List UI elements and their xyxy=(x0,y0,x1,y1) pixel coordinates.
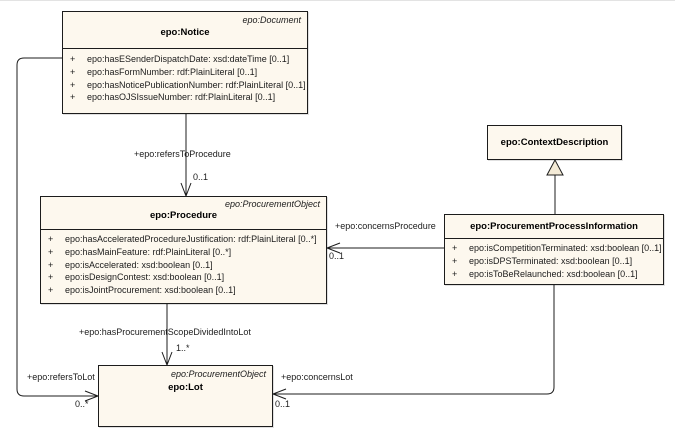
attribute-row: + epo:hasOJSIssueNumber: rdf:PlainLitera… xyxy=(63,91,307,104)
parent-class-label: epo:ProcurementObject xyxy=(170,369,266,379)
attribute-row: + epo:isAccelerated: xsd:boolean [0..1] xyxy=(41,259,326,272)
visibility-marker: + xyxy=(48,246,54,257)
visibility-marker: + xyxy=(452,268,458,279)
visibility-marker: + xyxy=(48,272,54,283)
attribute-row: + epo:hasMainFeature: rdf:PlainLiteral [… xyxy=(41,246,326,259)
visibility-marker: + xyxy=(70,66,76,77)
visibility-marker: + xyxy=(48,259,54,270)
class-name: epo:Notice xyxy=(160,27,210,38)
connector-refers-to-lot[interactable] xyxy=(16,57,97,397)
attribute-text: epo:hasOJSIssueNumber: rdf:PlainLiteral … xyxy=(87,92,276,103)
attribute-row: + epo:isDesignContest: xsd:boolean [0..1… xyxy=(41,271,326,284)
association-label-refers-to-lot: +epo:refersToLot xyxy=(27,372,95,382)
open-arrowhead-left-icon xyxy=(325,242,341,254)
multiplicity-has-procurement-scope-divided-into-lot: 1..* xyxy=(176,343,190,353)
multiplicity-refers-to-lot: 0..* xyxy=(75,399,89,409)
visibility-marker: + xyxy=(48,285,54,296)
class-name: epo:ContextDescription xyxy=(500,137,609,148)
attribute-text: epo:isAccelerated: xsd:boolean [0..1] xyxy=(65,259,213,270)
attribute-text: epo:hasFormNumber: rdf:PlainLiteral [0..… xyxy=(87,66,258,77)
association-label-refers-to-procedure: +epo:refersToProcedure xyxy=(134,149,231,159)
class-procedure[interactable]: epo:ProcurementObject epo:Procedure + ep… xyxy=(40,196,327,304)
parent-class-label: epo:Document xyxy=(242,15,301,25)
generalization-triangle-icon xyxy=(546,158,564,176)
attribute-row: + epo:isDPSTerminated: xsd:boolean [0..1… xyxy=(445,255,663,268)
attribute-row: + epo:hasNoticePublicationNumber: rdf:Pl… xyxy=(63,79,307,92)
attribute-text: epo:isCompetitionTerminated: xsd:boolean… xyxy=(469,243,662,253)
open-arrowhead-left-icon xyxy=(271,388,287,400)
connector-concerns-lot[interactable] xyxy=(274,285,555,395)
class-context-description[interactable]: epo:ContextDescription xyxy=(487,125,622,160)
class-notice[interactable]: epo:Document epo:Notice + epo:hasESender… xyxy=(62,11,308,114)
attribute-row: + epo:hasAcceleratedProcedureJustificati… xyxy=(41,233,326,246)
attribute-text: epo:hasMainFeature: rdf:PlainLiteral [0.… xyxy=(65,246,232,257)
association-label-has-procurement-scope-divided-into-lot: +epo:hasProcurementScopeDividedIntoLot xyxy=(79,327,251,337)
multiplicity-concerns-procedure: 0..1 xyxy=(329,251,345,261)
attribute-text: epo:isDPSTerminated: xsd:boolean [0..1] xyxy=(469,255,633,266)
visibility-marker: + xyxy=(70,54,76,64)
attribute-text: epo:isDesignContest: xsd:boolean [0..1] xyxy=(65,272,225,283)
attribute-text: epo:isToBeRelaunched: xsd:boolean [0..1] xyxy=(469,268,638,279)
attribute-text: epo:hasNoticePublicationNumber: rdf:Plai… xyxy=(87,79,306,90)
attribute-text: epo:isJointProcurement: xsd:boolean [0..… xyxy=(65,285,236,296)
class-name: epo:Procedure xyxy=(149,210,218,221)
attribute-row: + epo:hasFormNumber: rdf:PlainLiteral [0… xyxy=(63,66,307,79)
class-name: epo:Lot xyxy=(168,382,203,393)
visibility-marker: + xyxy=(70,92,76,103)
attribute-row: + epo:hasESenderDispatchDate: xsd:dateTi… xyxy=(63,53,307,66)
visibility-marker: + xyxy=(452,255,458,266)
parent-class-label: epo:ProcurementObject xyxy=(224,199,320,209)
class-lot[interactable]: epo:ProcurementObject epo:Lot xyxy=(98,365,273,427)
attribute-row: + epo:isJointProcurement: xsd:boolean [0… xyxy=(41,284,326,297)
association-label-concerns-lot: +epo:concernsLot xyxy=(281,372,353,382)
attribute-text: epo:hasESenderDispatchDate: xsd:dateTime… xyxy=(87,54,290,64)
multiplicity-refers-to-procedure: 0..1 xyxy=(193,172,209,182)
association-label-concerns-procedure: +epo:concernsProcedure xyxy=(335,221,436,231)
visibility-marker: + xyxy=(48,234,54,244)
visibility-marker: + xyxy=(452,243,458,253)
class-name: epo:ProcurementProcessInformation xyxy=(470,221,638,232)
visibility-marker: + xyxy=(70,79,76,90)
attribute-text: epo:hasAcceleratedProcedureJustification… xyxy=(65,234,317,244)
multiplicity-concerns-lot: 0..1 xyxy=(275,399,291,409)
class-procurement-process-information[interactable]: epo:ProcurementProcessInformation + epo:… xyxy=(444,214,664,285)
attribute-row: + epo:isToBeRelaunched: xsd:boolean [0..… xyxy=(445,268,663,281)
attribute-row: + epo:isCompetitionTerminated: xsd:boole… xyxy=(445,242,663,255)
